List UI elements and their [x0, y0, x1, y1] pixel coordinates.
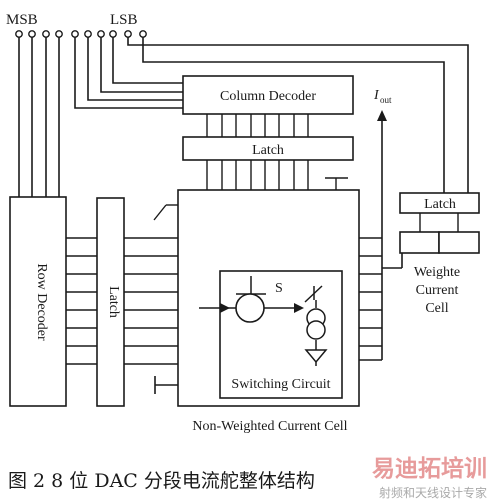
left-latch-label: Latch: [106, 286, 121, 318]
ground-triangle-icon: [304, 349, 328, 364]
iout-arrow-icon: [377, 110, 387, 121]
non-weighted-cell-label: Non-Weighted Current Cell: [192, 419, 347, 434]
row-decoder-to-latch-wires: [66, 237, 97, 365]
weighted-cell-left: [399, 231, 440, 254]
top-latch-block: [182, 136, 354, 161]
current-source-icon: [306, 308, 326, 340]
column-decoder-block: [182, 75, 354, 115]
lsb-label: LSB: [110, 12, 138, 28]
iout-wire: [359, 120, 403, 361]
watermark-main: 易迪拓培训: [372, 455, 487, 482]
iout-label: I: [373, 88, 380, 103]
weighted-latch-block: [399, 192, 480, 214]
latch-to-array-wires: [206, 160, 309, 190]
switch-node-icon: [235, 293, 265, 323]
bus-slash-marks: [153, 204, 178, 221]
left-latch-block: [96, 197, 125, 407]
weighted-cell-label-2: Current: [416, 283, 459, 298]
top-latch-label: Latch: [252, 143, 284, 158]
latch-to-array-row-wires: [124, 237, 178, 365]
iout-subscript: out: [380, 95, 392, 105]
watermark-sub: 射频和天线设计专家: [379, 485, 487, 500]
column-decoder-label: Column Decoder: [220, 89, 316, 104]
column-decoder-to-latch-wires: [206, 114, 309, 137]
msb-label: MSB: [6, 12, 38, 28]
switch-arrow-icon: [294, 303, 304, 313]
switching-circuit-label: Switching Circuit: [231, 377, 330, 392]
input-arrow-icon: [220, 303, 230, 313]
weighted-latch-label: Latch: [424, 197, 456, 212]
input-bit-terminals: [15, 30, 147, 38]
switch-s-label: S: [275, 281, 283, 296]
row-decoder-block: [9, 196, 67, 407]
array-output-taps: [359, 237, 382, 347]
figure-caption: 图 2 8 位 DAC 分段电流舵整体结构: [8, 470, 315, 492]
weighted-cell-label-1: Weighte: [414, 265, 460, 280]
weighted-latch-to-cell-wires: [419, 213, 459, 232]
weighted-cell-right: [438, 231, 480, 254]
input-bit-wires: [18, 37, 469, 197]
row-decoder-label: Row Decoder: [34, 263, 49, 341]
ground-bar-symbol: [154, 376, 178, 394]
latch-tap-symbol: [325, 177, 348, 190]
weighted-cell-label-3: Cell: [425, 301, 448, 316]
